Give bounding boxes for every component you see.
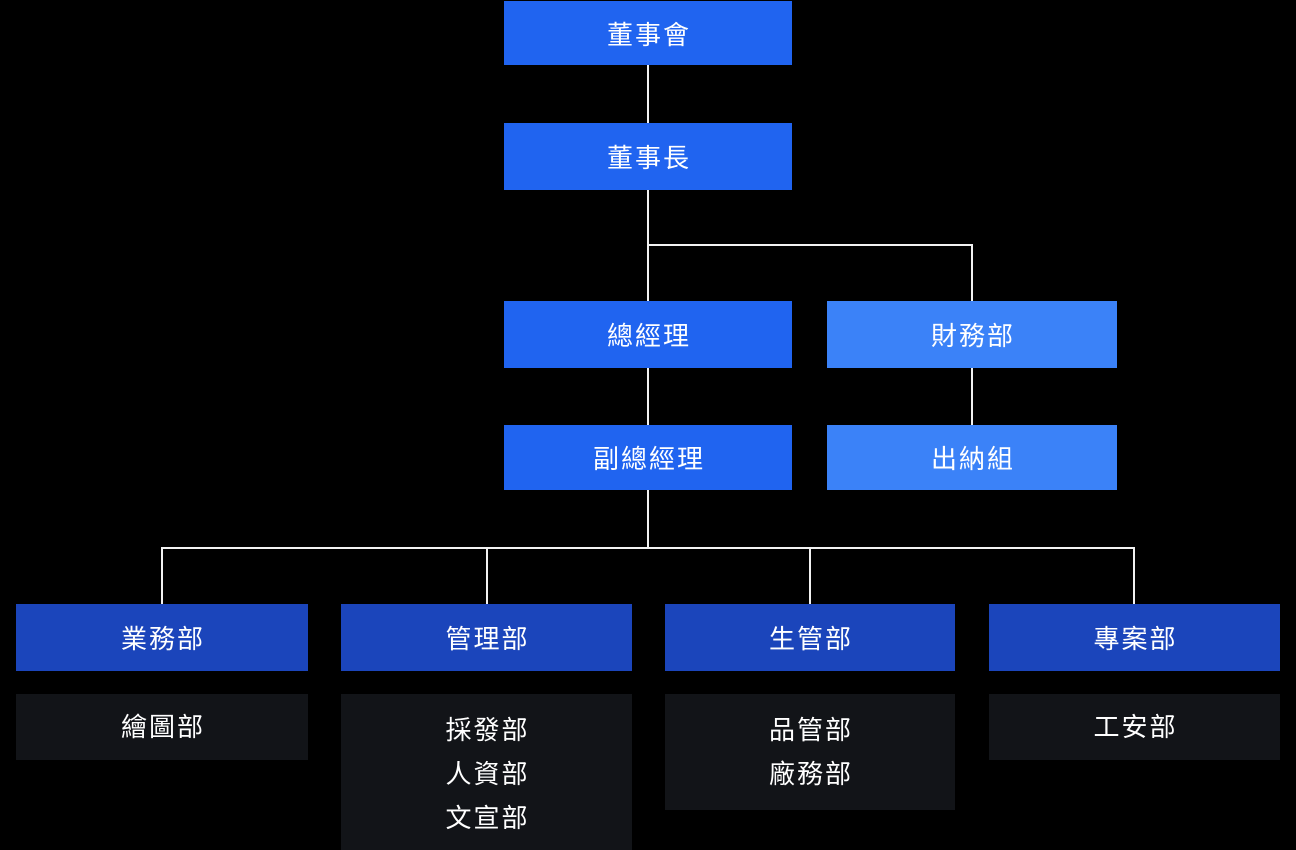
connector-branch-production	[809, 548, 811, 604]
org-subnode-drawing-dept: 繪圖部	[120, 712, 205, 742]
org-node-admin-dept: 管理部	[341, 604, 632, 671]
org-node-deputy-general-manager-label: 副總經理	[592, 444, 705, 474]
connector-board-chairman	[647, 65, 649, 123]
org-node-board: 董事會	[504, 1, 792, 65]
org-node-production-dept-label: 生管部	[768, 624, 853, 654]
org-node-project-dept-label: 專案部	[1093, 624, 1178, 654]
connector-branch-finance	[971, 245, 973, 301]
connector-branch-project	[1133, 548, 1135, 604]
connector-chairman-branch	[647, 244, 973, 246]
connector-finance-cashier	[971, 368, 973, 425]
connector-gm-deputy	[647, 368, 649, 425]
org-subnode-plant-dept: 廠務部	[768, 759, 853, 789]
org-node-cashier-team: 出納組	[827, 425, 1117, 490]
org-node-deputy-general-manager: 副總經理	[504, 425, 792, 490]
org-subnode-qc-dept: 品管部	[768, 715, 853, 745]
org-subgroup-production: 品管部 廠務部	[665, 694, 955, 810]
org-subgroup-project: 工安部	[989, 694, 1280, 760]
connector-branch-admin	[486, 548, 488, 604]
org-subnode-hr-dept: 人資部	[445, 759, 530, 789]
connector-branch-business	[161, 548, 163, 604]
org-node-chairman: 董事長	[504, 123, 792, 190]
org-node-business-dept: 業務部	[16, 604, 308, 671]
org-node-finance-dept-label: 財務部	[930, 321, 1015, 351]
org-node-admin-dept-label: 管理部	[445, 624, 530, 654]
org-subgroup-admin: 採發部 人資部 文宣部	[341, 694, 632, 850]
org-subnode-publicity-dept: 文宣部	[445, 803, 530, 833]
connector-deputy-branch	[161, 547, 1135, 549]
org-node-business-dept-label: 業務部	[120, 624, 205, 654]
org-node-board-label: 董事會	[606, 19, 691, 50]
org-subnode-procurement-dept: 採發部	[445, 715, 530, 745]
connector-deputy-down	[647, 490, 649, 548]
org-node-chairman-label: 董事長	[606, 143, 691, 173]
org-node-production-dept: 生管部	[665, 604, 955, 671]
org-node-project-dept: 專案部	[989, 604, 1280, 671]
org-subnode-safety-dept: 工安部	[1093, 712, 1178, 742]
org-node-finance-dept: 財務部	[827, 301, 1117, 368]
org-node-general-manager: 總經理	[504, 301, 792, 368]
org-node-general-manager-label: 總經理	[606, 321, 691, 351]
org-subgroup-business: 繪圖部	[16, 694, 308, 760]
org-node-cashier-team-label: 出納組	[930, 444, 1015, 474]
